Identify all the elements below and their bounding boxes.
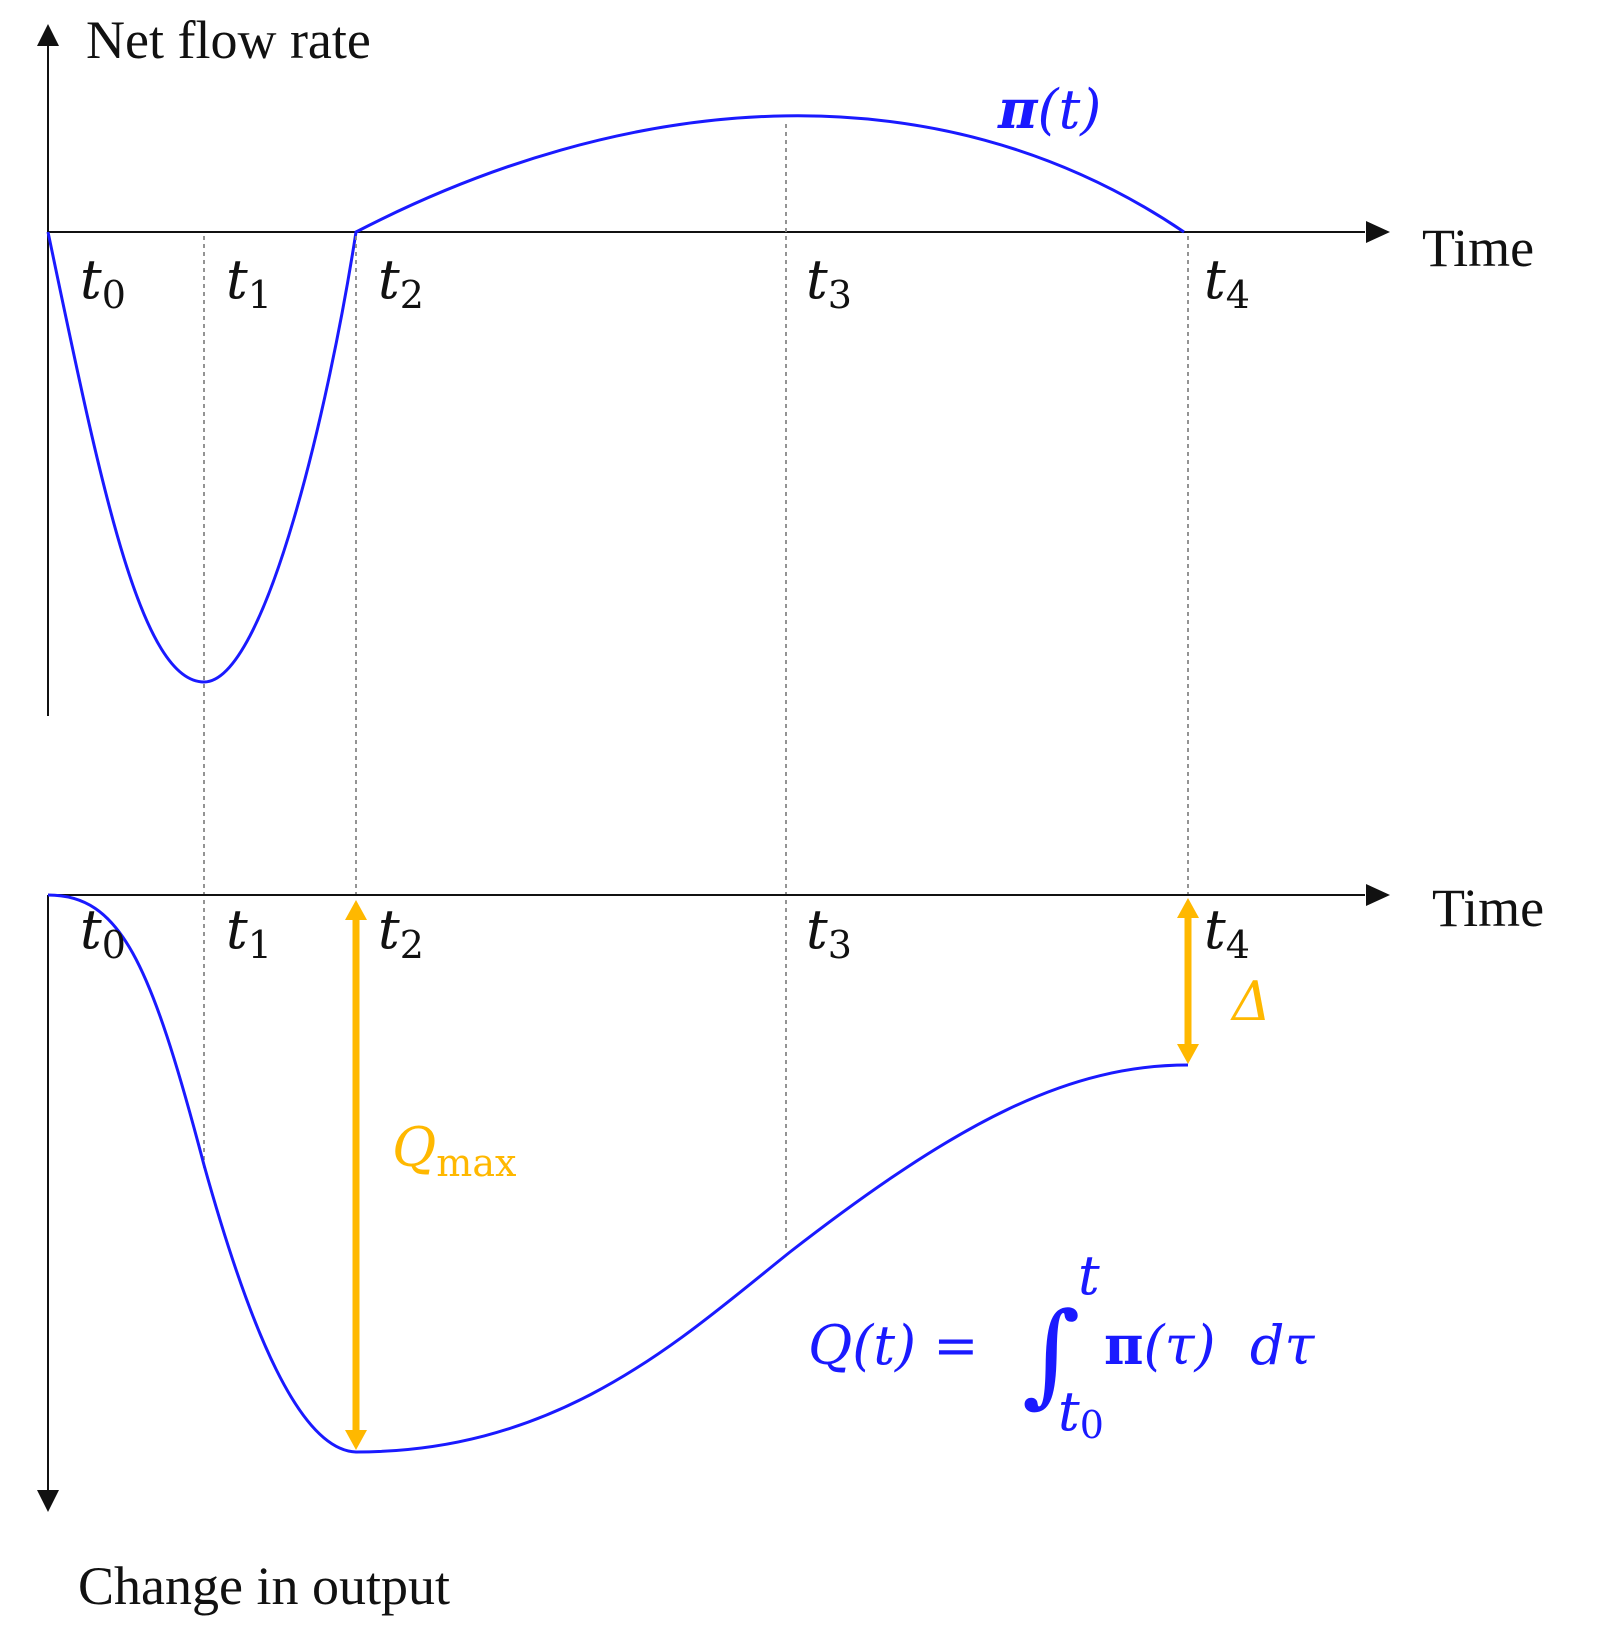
qmax-arrow (345, 900, 367, 1450)
formula-upper-limit: t (1078, 1244, 1100, 1307)
top-y-axis-title: Net flow rate (86, 10, 371, 70)
bottom-x-axis-arrowhead (1366, 884, 1390, 906)
top-panel: Net flow rate Time π(t) t0 t1 t2 t3 t4 (37, 10, 1534, 716)
qmax-label: Qmax (392, 1116, 516, 1185)
top-time-label-t0: t0 (80, 248, 126, 317)
delta-arrow (1177, 898, 1199, 1064)
top-x-axis-arrowhead (1366, 221, 1390, 243)
bottom-time-label-t4: t4 (1204, 898, 1250, 967)
top-y-axis-arrowhead (37, 24, 59, 46)
formula-lower-limit: t0 (1058, 1380, 1104, 1447)
bottom-x-axis-title: Time (1432, 878, 1544, 938)
bottom-y-axis-title: Change in output (78, 1556, 450, 1616)
q-formula: Q(t) = ∫ t t0 π(τ) dτ (808, 1244, 1315, 1447)
formula-integrand: π(τ) dτ (1104, 1313, 1315, 1377)
top-time-label-t2: t2 (378, 248, 424, 317)
bottom-time-label-t2: t2 (378, 898, 424, 967)
bottom-time-label-t0: t0 (80, 898, 126, 967)
top-x-axis-title: Time (1422, 218, 1534, 278)
bottom-y-axis-arrowhead (37, 1490, 59, 1512)
guide-lines (203, 124, 1189, 1250)
q-curve (47, 893, 1189, 1454)
bottom-panel: Time Change in output t0 t1 t2 t3 t4 Qma… (37, 878, 1544, 1616)
bottom-time-label-t3: t3 (806, 898, 852, 967)
top-time-label-t3: t3 (806, 248, 852, 317)
formula-lhs: Q(t) = (808, 1314, 979, 1377)
top-time-label-t1: t1 (226, 248, 272, 317)
pi-curve-label: π(t) (997, 77, 1101, 141)
pi-curve (46, 114, 1185, 684)
bottom-time-label-t1: t1 (226, 898, 272, 967)
delta-label: Δ (1230, 970, 1271, 1033)
formula-integral-sign: ∫ (1022, 1289, 1080, 1419)
top-time-label-t4: t4 (1204, 248, 1250, 317)
